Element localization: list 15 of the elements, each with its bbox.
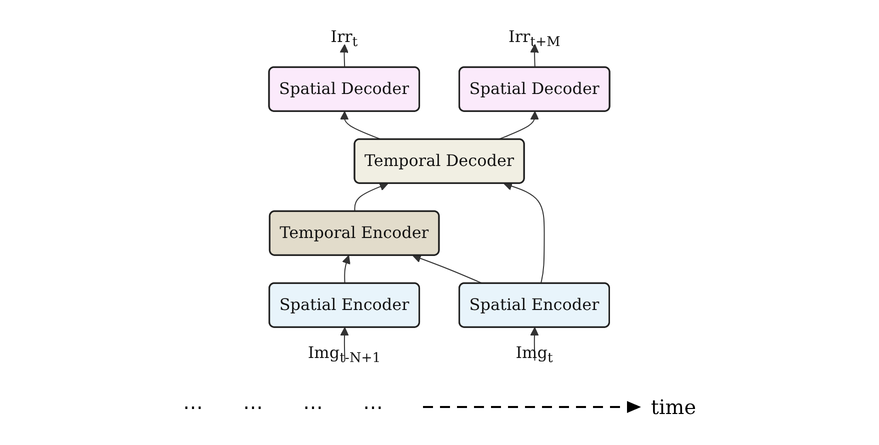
arrow [340, 328, 350, 362]
node-text: Irr$_{t}$ [330, 27, 358, 51]
ellipsis-label: ⋯ [182, 395, 203, 419]
arrow [354, 182, 388, 212]
ellipsis-label: ⋯ [242, 395, 263, 419]
arrow [342, 256, 351, 284]
node-text: Img$_{t-N+1}$ [308, 343, 381, 367]
node-text: Irr$_{t+M}$ [508, 27, 561, 51]
ellipsis-label: ⋯ [302, 395, 323, 419]
axis-label: time [650, 395, 696, 419]
arrow [340, 44, 349, 68]
arrow [498, 112, 540, 140]
arrow [530, 44, 540, 68]
ellipsis-label: ⋯ [362, 395, 383, 419]
arrow [504, 182, 545, 284]
